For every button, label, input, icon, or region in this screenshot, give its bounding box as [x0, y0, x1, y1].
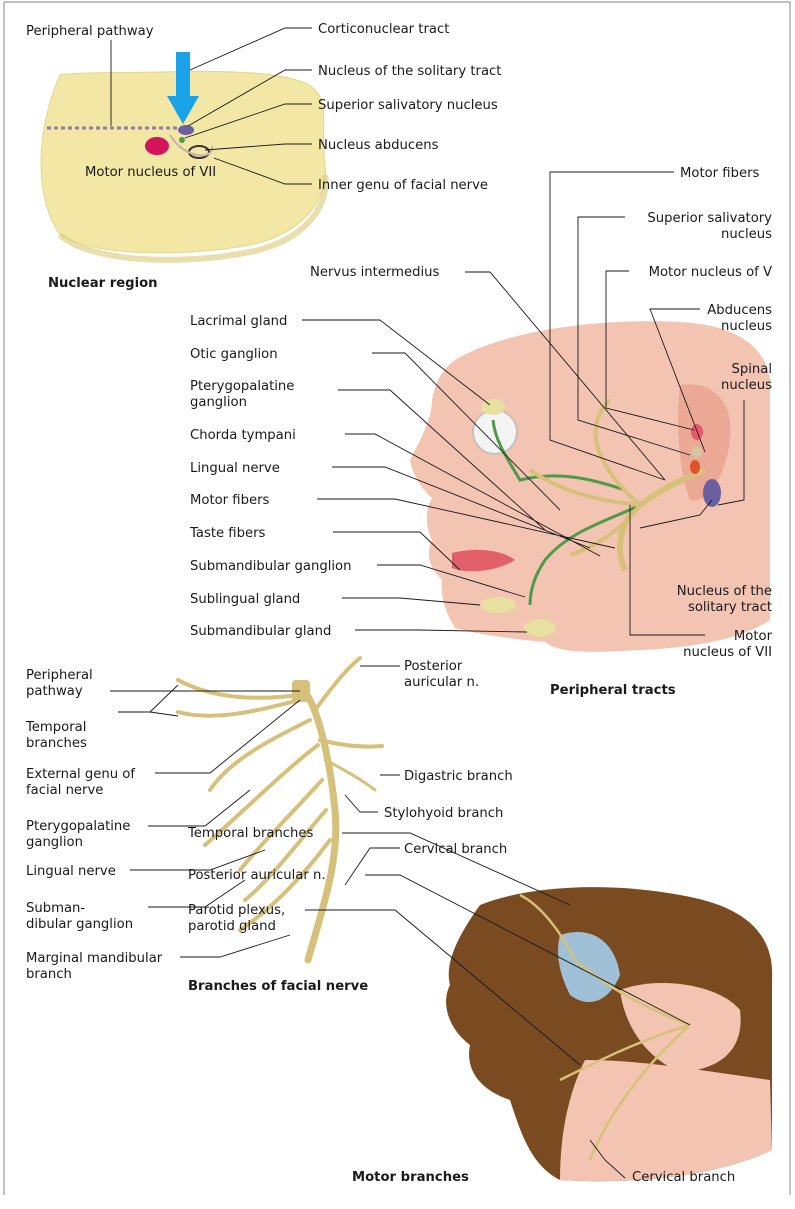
label-marginal-1: Marginal mandibular — [26, 951, 163, 966]
label-superior-salivatory-1: Superior salivatory — [647, 211, 772, 226]
submandibular-branch — [245, 810, 326, 900]
label-abducens-2: nucleus — [721, 319, 772, 334]
label-sublingual-gland: Sublingual gland — [190, 592, 300, 607]
label-spinal-1: Spinal — [731, 362, 772, 377]
label-submandibular-1: Subman- — [26, 901, 85, 916]
label-submandibular-gland: Submandibular gland — [190, 624, 331, 639]
abducens-marker — [692, 446, 702, 458]
label-superior-salivatory-2: nucleus — [721, 227, 772, 242]
label-motor-nucleus-v: Motor nucleus of V — [649, 265, 772, 280]
label-temporal-1: Temporal — [25, 720, 86, 735]
lingual-branch — [240, 780, 322, 870]
label-inner-genu: Inner genu of facial nerve — [318, 178, 488, 193]
zygomatic-branch — [210, 720, 310, 790]
label-cervical-b: Cervical branch — [404, 842, 507, 857]
label-nucleus-abducens: Nucleus abducens — [318, 138, 439, 153]
label-pterygopalatine-2: ganglion — [190, 395, 247, 410]
label-pterygopalatine-b1: Pterygopalatine — [26, 819, 130, 834]
posterior-auricular-branch — [315, 658, 360, 710]
motor-branches-illustration — [446, 887, 772, 1181]
label-spinal-2: nucleus — [721, 378, 772, 393]
sublingual-gland-shape — [480, 597, 516, 613]
label-motor-vii-2: nucleus of VII — [683, 645, 772, 660]
solitary-nucleus-marker — [178, 125, 194, 135]
label-motor-nucleus-vii: Motor nucleus of VII — [85, 165, 216, 180]
motor-nucleus-vii-marker — [145, 137, 169, 155]
label-taste-fibers: Taste fibers — [189, 526, 266, 541]
label-submandibular-2: dibular ganglion — [26, 917, 133, 932]
label-solitary-2: solitary tract — [688, 600, 772, 615]
label-nervus-intermedius: Nervus intermedius — [310, 265, 439, 280]
label-digastric: Digastric branch — [404, 769, 513, 784]
label-chorda-tympani: Chorda tympani — [190, 428, 296, 443]
label-stylohyoid: Stylohyoid branch — [384, 806, 503, 821]
label-parotid-1: Parotid plexus, — [188, 903, 285, 918]
label-external-genu-2: facial nerve — [26, 783, 103, 798]
label-peripheral-2: pathway — [26, 684, 83, 699]
label-otic-ganglion: Otic ganglion — [190, 347, 278, 362]
title-motor-branches: Motor branches — [352, 1170, 469, 1185]
nerve-trunk — [302, 688, 336, 960]
motor-vii-marker — [690, 460, 700, 474]
temporal-branch-upper — [178, 680, 300, 698]
label-abducens-1: Abducens — [707, 303, 772, 318]
spinal-nucleus-marker — [703, 479, 721, 507]
label-submandibular-ganglion: Submandibular ganglion — [190, 559, 351, 574]
label-motor-fibers-right: Motor fibers — [680, 166, 760, 181]
label-posterior-auricular-2: auricular n. — [404, 675, 479, 690]
label-temporal-2: branches — [26, 736, 87, 751]
label-lingual-nerve-b: Lingual nerve — [26, 864, 116, 879]
label-marginal-2: branch — [26, 967, 72, 982]
label-pterygopalatine-1: Pterygopalatine — [190, 379, 294, 394]
label-motor-fibers-left: Motor fibers — [190, 493, 270, 508]
label-solitary-1: Nucleus of the — [677, 584, 772, 599]
label-lingual-nerve: Lingual nerve — [190, 461, 280, 476]
label-motor-vii-1: Motor — [734, 629, 773, 644]
label-temporal-branches-m: Temporal branches — [187, 826, 314, 841]
salivatory-nucleus-marker — [179, 137, 185, 143]
label-external-genu-1: External genu of — [26, 767, 135, 782]
label-posterior-auricular-1: Posterior — [404, 659, 463, 674]
light-neck — [560, 1060, 772, 1181]
temporal-branch-lower — [178, 700, 300, 716]
digastric-branch — [320, 740, 382, 747]
label-parotid-2: parotid gland — [188, 919, 276, 934]
title-nuclear-region: Nuclear region — [48, 276, 158, 291]
label-corticonuclear-tract: Corticonuclear tract — [318, 22, 449, 37]
title-branches: Branches of facial nerve — [188, 979, 368, 994]
title-peripheral-tracts: Peripheral tracts — [550, 683, 676, 698]
label-nucleus-solitary-tract: Nucleus of the solitary tract — [318, 64, 501, 79]
label-lacrimal-gland: Lacrimal gland — [190, 314, 287, 329]
label-pterygopalatine-b2: ganglion — [26, 835, 83, 850]
nuclear-region-illustration — [41, 52, 325, 260]
label-cervical-m: Cervical branch — [632, 1170, 735, 1185]
label-superior-salivatory-nucleus: Superior salivatory nucleus — [318, 98, 498, 113]
label-peripheral-1: Peripheral — [26, 668, 93, 683]
label-posterior-auricular-m: Posterior auricular n. — [188, 868, 326, 883]
submandibular-gland-shape — [524, 619, 556, 637]
lacrimal-gland-shape — [481, 399, 505, 415]
label-peripheral-pathway: Peripheral pathway — [26, 24, 154, 39]
